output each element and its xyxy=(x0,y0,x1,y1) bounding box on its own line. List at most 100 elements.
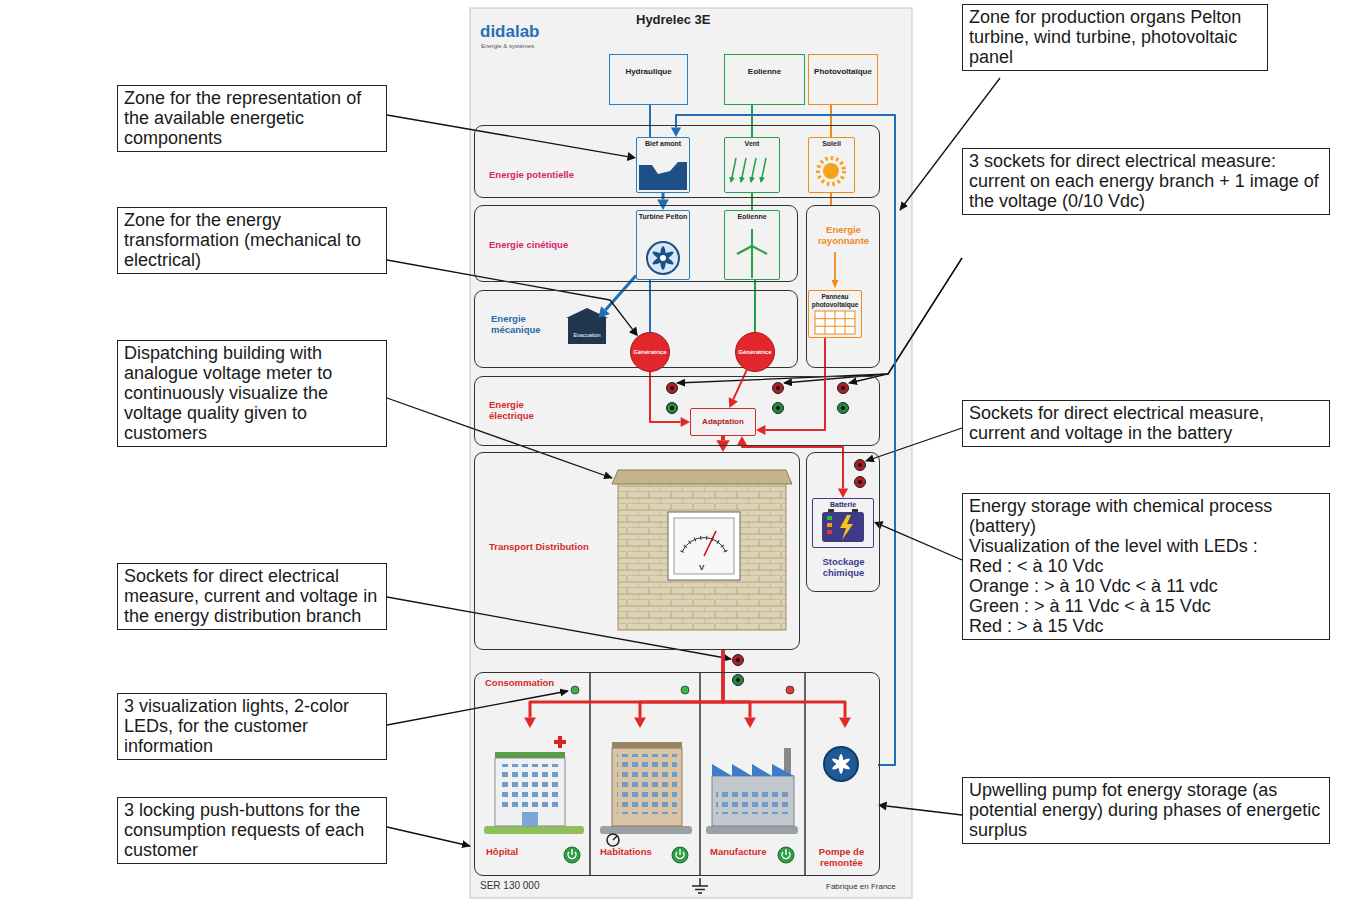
measure-socket xyxy=(858,463,862,467)
connector xyxy=(650,372,690,427)
wind-icon xyxy=(741,158,746,182)
connector-line xyxy=(662,193,665,199)
connector-line xyxy=(606,276,636,311)
leader-line xyxy=(677,258,962,383)
component-label: Bief amont xyxy=(638,140,688,149)
pelton-turbine-icon xyxy=(651,249,675,266)
battery-icon xyxy=(827,530,832,534)
pump-icon xyxy=(831,754,851,774)
connector xyxy=(650,280,651,332)
factory-icon xyxy=(706,826,798,834)
housing-icon xyxy=(600,742,692,846)
component-box: Eolienne xyxy=(724,210,780,280)
component-label: Panneau photovoltaïque xyxy=(810,293,860,309)
measure-socket xyxy=(736,658,740,662)
housing-icon xyxy=(607,834,619,846)
hospital-icon xyxy=(484,826,584,834)
arrow-head xyxy=(737,436,747,445)
component-box: Vent xyxy=(724,137,780,193)
consumer-label: Manufacture xyxy=(710,846,805,857)
callout-box: 3 visualization lights, 2-color LEDs, fo… xyxy=(117,693,387,760)
wind-turbine-icon xyxy=(751,246,753,278)
energy-band: Energie électriqueAdaptation xyxy=(474,376,880,446)
ground-symbol xyxy=(692,885,708,887)
band-label: Energie potentielle xyxy=(489,169,599,180)
measure-socket xyxy=(670,386,674,390)
socket-led-button-group xyxy=(564,383,866,864)
panel-board xyxy=(470,8,912,898)
connector-line xyxy=(723,650,845,717)
generator-circle: Génératrice xyxy=(735,332,775,372)
wind-turbine-icon xyxy=(752,246,767,254)
hospital-icon xyxy=(522,812,538,826)
battery-icon xyxy=(822,509,864,542)
arrow-head xyxy=(744,717,756,728)
sun-icon xyxy=(818,158,844,184)
ground-symbol xyxy=(695,889,705,891)
ground-symbol xyxy=(698,892,702,894)
connector-line xyxy=(882,525,962,560)
connector xyxy=(831,105,832,137)
measure-socket xyxy=(841,386,845,390)
arrow-head xyxy=(634,717,646,728)
generator-label: Génératrice xyxy=(633,349,666,355)
radiant-arrow xyxy=(834,252,836,287)
callout-text: Red : < à 10 Vdc xyxy=(969,556,1323,576)
housing-icon xyxy=(612,742,682,748)
status-led xyxy=(571,686,579,694)
consumer-area: Pompe de remontée xyxy=(805,728,878,876)
model-number: SER 130 000 xyxy=(480,880,540,891)
dispatching-building xyxy=(668,512,740,580)
component-box: Turbine Pelton xyxy=(636,210,690,280)
callout-text: 3 sockets for direct electrical measure:… xyxy=(969,151,1323,211)
component-label: Soleil xyxy=(810,140,853,149)
energy-band: ConsommationHôpitalHabitationsManufactur… xyxy=(474,672,880,876)
callout-box: Sockets for direct electrical measure, c… xyxy=(117,563,387,630)
source-box: Photovoltaïque xyxy=(808,54,878,105)
measure-socket xyxy=(776,406,780,410)
consumer-label: Habitations xyxy=(600,846,700,857)
arrow-head xyxy=(838,489,848,498)
component-label: Eolienne xyxy=(726,213,778,222)
callout-box: Sockets for direct electrical measure, c… xyxy=(962,400,1330,447)
dispatching-building xyxy=(704,531,716,556)
outlet-building: Evacuation xyxy=(568,318,606,344)
hospital-icon xyxy=(495,752,565,758)
measure-socket xyxy=(776,386,780,390)
dispatching-building xyxy=(612,470,792,630)
dispatching-building xyxy=(674,518,734,574)
pv-panel-icon xyxy=(815,311,855,334)
callout-text: Upwelling pump fot energy storage (as po… xyxy=(969,780,1323,840)
component-label: Vent xyxy=(726,140,778,149)
callout-text: 3 locking push-buttons for the consumpti… xyxy=(124,800,380,860)
component-box: Adaptation xyxy=(690,408,756,436)
source-box: Eolienne xyxy=(724,54,805,105)
callout-text: Visualization of the level with LEDs : xyxy=(969,536,1323,556)
component-box: Soleil xyxy=(808,137,855,193)
connector xyxy=(524,650,723,728)
source-box: Hydraulique xyxy=(609,54,688,105)
wind-turbine-icon xyxy=(751,229,753,246)
band-label: Transport Distribution xyxy=(489,541,589,552)
generator-circle: Génératrice xyxy=(630,332,670,372)
band-label: Energie rayonnante xyxy=(808,224,879,246)
pump-icon xyxy=(831,757,851,771)
push-button xyxy=(679,849,680,855)
dispatching-building xyxy=(618,484,786,630)
callout-text: Energy storage with chemical process (ba… xyxy=(969,496,1323,536)
callout-box: Dispatching building with analogue volta… xyxy=(117,340,387,447)
model-number-holder: SER 130 000 xyxy=(480,880,540,891)
arrow-head xyxy=(524,717,536,728)
callout-box: Zone for the representation of the avail… xyxy=(117,85,387,152)
measure-socket xyxy=(670,406,674,410)
reservoir-icon xyxy=(639,162,687,190)
callout-text: Red : > à 15 Vdc xyxy=(969,616,1323,636)
callout-text: Green : > à 11 Vdc < à 15 Vdc xyxy=(969,596,1323,616)
battery-icon xyxy=(822,512,864,542)
source-label: Hydraulique xyxy=(610,67,687,77)
measure-socket xyxy=(855,477,866,488)
consumer-area: Manufacture xyxy=(700,728,805,876)
band-label: Energie mécanique xyxy=(491,313,553,335)
measure-socket xyxy=(841,406,845,410)
